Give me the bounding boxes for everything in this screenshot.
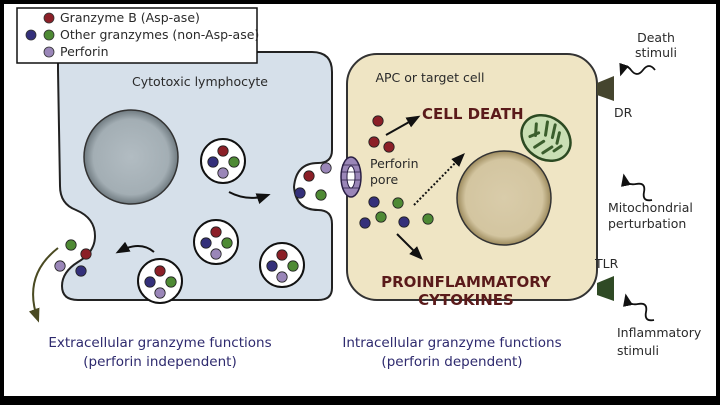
perforin-particle [276, 271, 288, 283]
other-granzyme-particle [422, 213, 434, 225]
other-granzyme-particle [75, 265, 87, 277]
granzyme-b-particle [210, 226, 222, 238]
mitochondrion [520, 113, 572, 163]
granzyme-b-swatch [43, 12, 55, 24]
other-granzyme-particle [398, 216, 410, 228]
target-nucleus [456, 150, 552, 246]
other-granzyme-particle [200, 237, 212, 249]
perforin-particle [154, 287, 166, 299]
other-granzyme-green-swatch [43, 29, 55, 41]
arrow-granule-to-exocytosis [115, 241, 155, 254]
tlr-label: TLR [594, 256, 619, 271]
legend: Granzyme B (Asp-ase) Other granzymes (no… [16, 7, 259, 64]
arrow-to-cell-death [385, 115, 421, 136]
perforin-pore-icon [340, 156, 362, 198]
proinflammatory-label-2: CYTOKINES [418, 291, 514, 309]
other-granzyme-particle [165, 276, 177, 288]
legend-label-perforin: Perforin [60, 44, 109, 59]
other-granzyme-particle [65, 239, 77, 251]
perforin-particle [217, 167, 229, 179]
other-granzyme-particle [294, 187, 306, 199]
perforin-particle [54, 260, 66, 272]
perforin-pore-label-2: pore [370, 172, 398, 187]
other-granzyme-particle [144, 276, 156, 288]
perforin-swatch [43, 46, 55, 58]
granzyme-b-particle [372, 115, 384, 127]
other-granzyme-blue-swatch [25, 29, 37, 41]
cytotoxic-granule [259, 242, 305, 288]
extracellular-caption-1: Extracellular granzyme functions [48, 335, 271, 351]
other-granzyme-particle [375, 211, 387, 223]
intracellular-caption-2: (perforin dependent) [381, 354, 522, 370]
cytotoxic-granule [137, 258, 183, 304]
legend-label-other-granzymes: Other granzymes (non-Asp-ase) [60, 27, 259, 42]
legend-box [16, 7, 258, 64]
other-granzyme-particle [315, 189, 327, 201]
perforin-pore-label-1: Perforin [370, 156, 419, 171]
granzyme-b-particle [276, 249, 288, 261]
death-stimuli-label-2: stimuli [635, 45, 677, 60]
other-granzyme-particle [266, 260, 278, 272]
inflammatory-label-1: Inflammatory [617, 325, 702, 340]
arrow-extracellular-release [28, 247, 59, 323]
lymphocyte-nucleus [83, 109, 179, 205]
granzyme-b-particle [383, 141, 395, 153]
proinflammatory-label-1: PROINFLAMMATORY [381, 273, 552, 291]
cytotoxic-granule [193, 219, 239, 265]
dr-label: DR [614, 105, 633, 120]
granzyme-b-particle [154, 265, 166, 277]
inflammatory-label-2: stimuli [617, 343, 659, 358]
other-granzyme-particle [287, 260, 299, 272]
perforin-particle [210, 248, 222, 260]
legend-label-granzyme-b: Granzyme B (Asp-ase) [60, 10, 200, 25]
tlr-receptor-icon [597, 276, 614, 301]
mito-label-1: Mitochondrial [608, 200, 693, 215]
extracellular-caption-2: (perforin independent) [83, 354, 236, 370]
mito-perturbation-wave-icon [621, 173, 653, 202]
intracellular-caption-1: Intracellular granzyme functions [342, 335, 561, 351]
arrow-granule-to-synapse [228, 191, 271, 204]
granzyme-b-particle [80, 248, 92, 260]
other-granzyme-particle [207, 156, 219, 168]
cell-death-label: CELL DEATH [422, 105, 524, 123]
other-granzyme-particle [392, 197, 404, 209]
target-cell-label: APC or target cell [375, 70, 484, 85]
lymphocyte-label: Cytotoxic lymphocyte [132, 74, 268, 89]
other-granzyme-particle [359, 217, 371, 229]
other-granzyme-particle [228, 156, 240, 168]
cytotoxic-granule [200, 138, 246, 184]
arrow-to-cytokines [396, 233, 423, 260]
death-stimuli-wave-icon [619, 62, 656, 77]
other-granzyme-particle [221, 237, 233, 249]
death-receptor-icon [597, 76, 614, 101]
granzyme-b-particle [217, 145, 229, 157]
granzyme-b-particle [303, 170, 315, 182]
inflammatory-stimuli-wave-icon [623, 293, 655, 322]
granzyme-b-particle [368, 136, 380, 148]
mito-label-2: perturbation [608, 216, 686, 231]
death-stimuli-label-1: Death [637, 30, 675, 45]
other-granzyme-particle [368, 196, 380, 208]
perforin-particle [320, 162, 332, 174]
